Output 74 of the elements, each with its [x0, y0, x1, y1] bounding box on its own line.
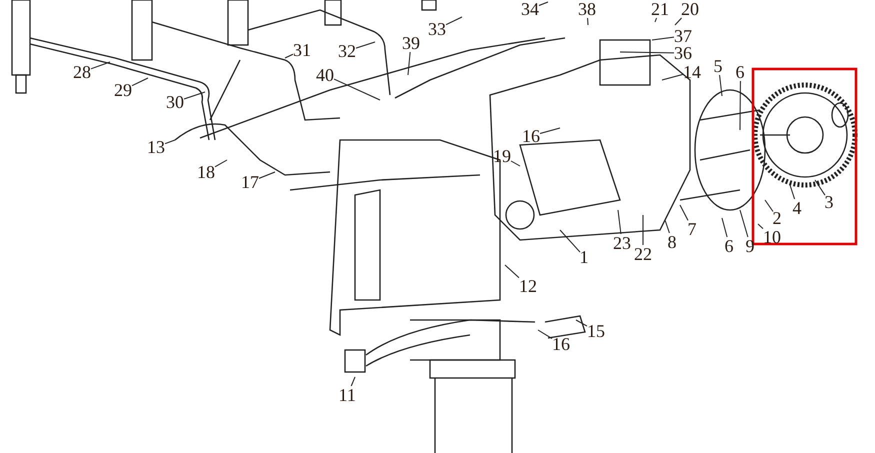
leader-line — [90, 62, 110, 70]
callout-number: 28 — [73, 63, 91, 81]
leader-line — [758, 224, 764, 230]
leader-line — [618, 210, 622, 234]
leader-line — [356, 42, 376, 49]
leader-line — [538, 2, 548, 6]
leader-line — [540, 128, 560, 134]
leader-line — [740, 210, 748, 238]
callout-number: 32 — [338, 42, 356, 60]
leader-line — [652, 36, 674, 40]
callout-number: 34 — [521, 0, 539, 18]
leader-line — [164, 140, 176, 144]
leader-line — [740, 80, 741, 130]
callout-number: 2 — [772, 209, 782, 227]
callout-number: 12 — [519, 277, 537, 295]
leader-line — [722, 218, 728, 238]
leader-line — [284, 54, 294, 58]
leader-line — [790, 184, 796, 200]
callout-number: 29 — [114, 81, 132, 99]
callout-number: 20 — [681, 0, 699, 18]
leader-line — [184, 92, 206, 100]
callout-number: 30 — [166, 93, 184, 111]
callout-number: 5 — [714, 57, 722, 75]
callout-number: 1 — [580, 248, 588, 266]
callout-number: 13 — [147, 138, 165, 156]
callout-number: 22 — [634, 245, 652, 263]
leader-line — [764, 200, 774, 212]
callout-number: 11 — [338, 386, 356, 404]
leader-line — [132, 78, 148, 86]
callout-number: 9 — [746, 237, 754, 255]
leader-line — [674, 18, 682, 26]
leader-line — [680, 204, 688, 221]
leader-line — [654, 18, 658, 22]
callout-number: 38 — [578, 0, 596, 18]
callout-number: 6 — [736, 63, 744, 81]
leader-line — [446, 16, 462, 26]
callout-number: 7 — [688, 220, 696, 238]
leader-line — [814, 180, 826, 196]
callout-number: 18 — [197, 163, 215, 181]
leader-line — [214, 160, 228, 168]
callout-number: 37 — [674, 27, 692, 45]
leader-line — [560, 230, 580, 253]
leader-line — [510, 160, 520, 166]
leader-line — [620, 52, 674, 54]
leader-line — [587, 18, 588, 26]
leader-line — [576, 320, 588, 327]
callout-number: 10 — [763, 228, 781, 246]
callout-number: 36 — [674, 44, 692, 62]
leader-line — [350, 376, 356, 386]
callout-number: 14 — [683, 63, 701, 81]
callout-number: 39 — [402, 34, 420, 52]
leader-line — [334, 78, 380, 100]
callout-number: 8 — [668, 233, 676, 251]
leader-line — [664, 220, 670, 234]
callout-number: 15 — [587, 322, 605, 340]
callout-number: 33 — [428, 20, 446, 38]
callout-number: 3 — [824, 193, 834, 211]
callout-number: 19 — [493, 147, 511, 165]
leader-line — [719, 74, 722, 96]
callout-number: 6 — [724, 237, 734, 255]
leader-line — [408, 52, 411, 76]
callout-number: 31 — [293, 41, 311, 59]
leader-line — [504, 264, 520, 278]
callout-number: 23 — [613, 234, 631, 252]
leader-line — [662, 74, 684, 80]
callout-number: 17 — [241, 173, 259, 191]
callout-number: 16 — [552, 335, 570, 353]
callout-number: 40 — [316, 66, 334, 84]
leader-line — [642, 214, 644, 246]
leader-line — [538, 330, 552, 340]
leader-line — [258, 172, 276, 179]
callout-number: 4 — [792, 199, 802, 217]
callout-number: 16 — [522, 127, 540, 145]
callout-number: 21 — [651, 0, 669, 18]
